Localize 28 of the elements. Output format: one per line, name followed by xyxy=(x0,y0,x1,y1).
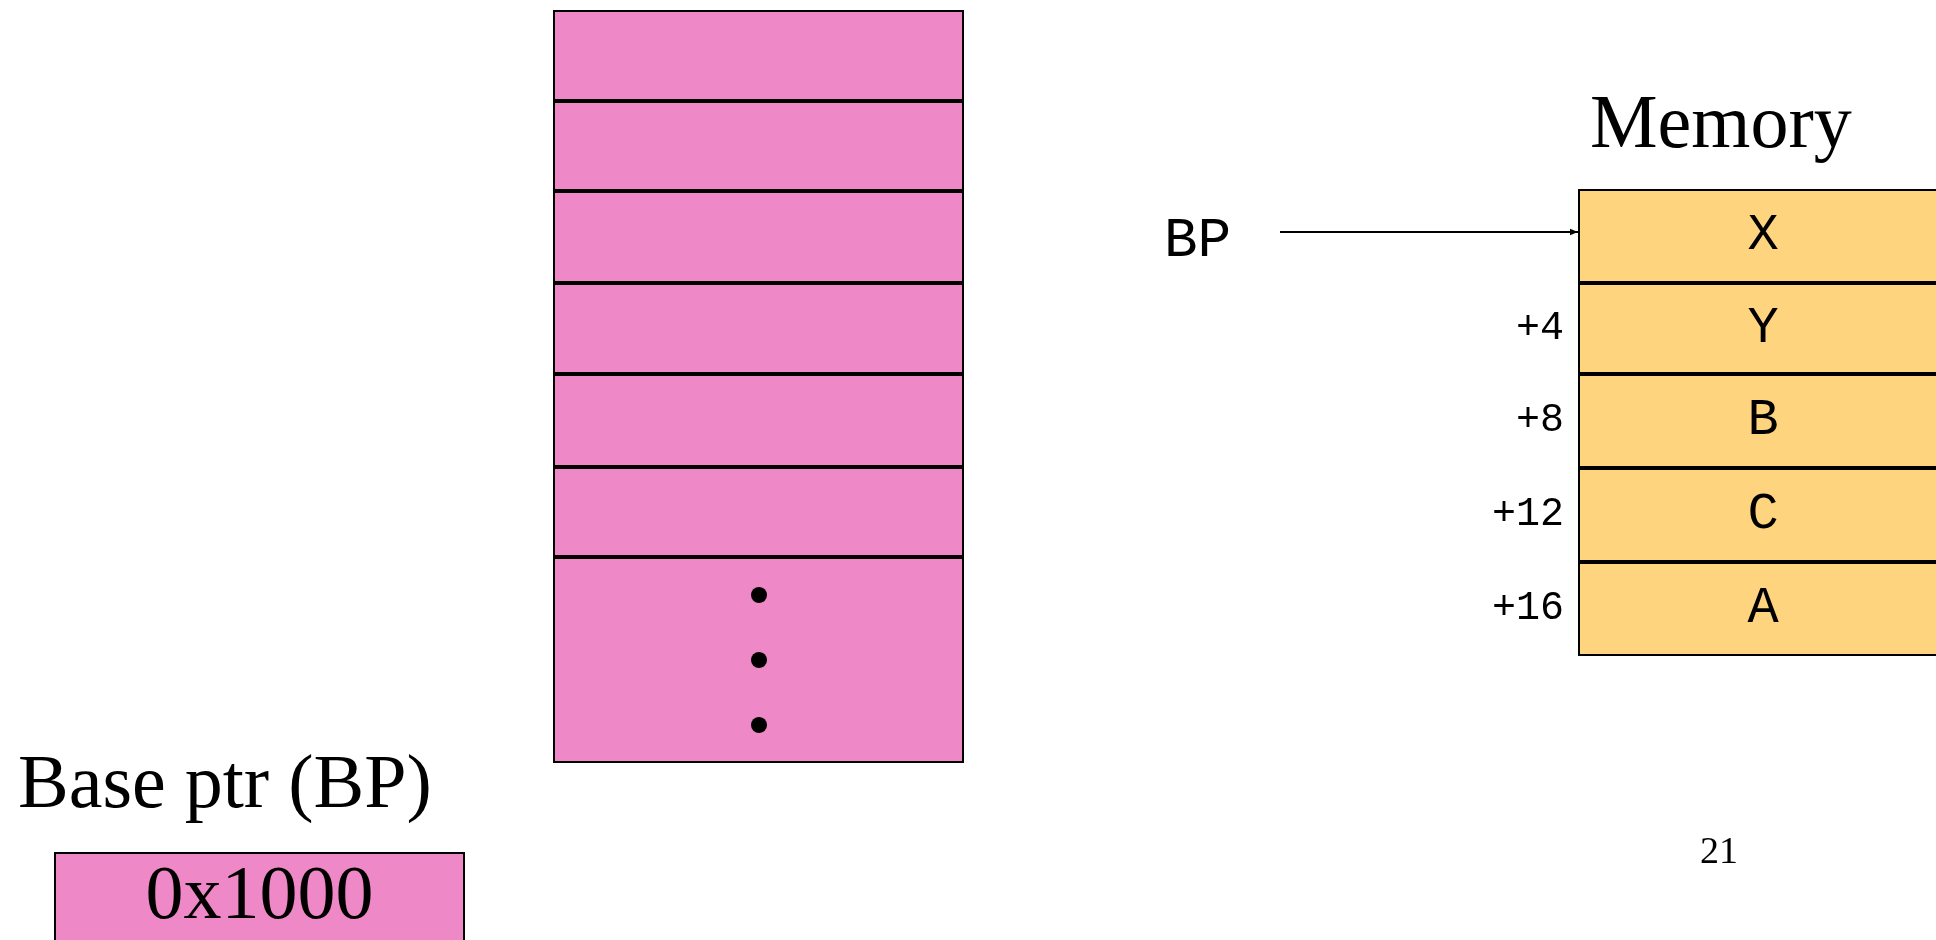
variable-name: C xyxy=(1747,489,1779,541)
memory-cell xyxy=(553,557,964,763)
memory-cell xyxy=(553,283,964,374)
variable-name: A xyxy=(1747,583,1779,635)
memory-cell xyxy=(1578,189,1936,283)
memory-cell xyxy=(553,101,964,191)
variable-name: B xyxy=(1747,395,1779,447)
title-label: Memory xyxy=(1590,80,1852,164)
memory-cell xyxy=(1578,374,1936,468)
memory-cell xyxy=(553,374,964,467)
variable-name: X xyxy=(1747,210,1779,262)
memory-cell xyxy=(1578,283,1936,374)
register-box xyxy=(54,852,465,940)
pointer-name: BP xyxy=(1163,213,1232,269)
memory-cell xyxy=(553,467,964,557)
variable-name: Y xyxy=(1747,302,1779,355)
memory-cell xyxy=(1578,562,1936,656)
offset-label: +12 xyxy=(1492,493,1564,537)
offset-label: +16 xyxy=(1492,587,1564,631)
offset-label: +8 xyxy=(1516,399,1564,443)
offset-label: +4 xyxy=(1516,306,1564,351)
address-value: 0x1000 xyxy=(145,854,374,930)
page-number: 21 xyxy=(1700,830,1738,872)
arrow xyxy=(1279,228,1579,236)
register-label: Base ptr (BP) xyxy=(18,740,432,824)
memory-cell xyxy=(553,191,964,283)
memory-cell xyxy=(553,10,964,101)
memory-cell xyxy=(1578,468,1936,562)
